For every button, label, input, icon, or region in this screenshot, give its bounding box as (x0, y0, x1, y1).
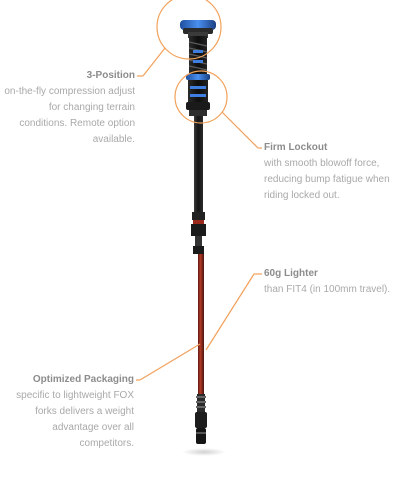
callout-line-firm-lockout (221, 111, 259, 149)
callout-optimized-packaging: Optimized Packaging specific to lightwei… (0, 372, 134, 452)
ground-shadow (182, 448, 226, 456)
callout-3-position-title: 3-Position (86, 70, 135, 81)
callout-optimized-packaging-desc: specific to lightweight FOX forks delive… (16, 390, 134, 449)
lower-fittings (195, 394, 207, 444)
callout-lines (136, 0, 262, 381)
callout-firm-lockout: Firm Lockout with smooth blowoff force, … (264, 140, 400, 204)
compression-knob (180, 20, 216, 38)
callout-60g-lighter-desc: than FIT4 (in 100mm travel). (264, 284, 391, 295)
callout-optimized-packaging-title: Optimized Packaging (32, 374, 134, 385)
callout-line-lighter (205, 273, 255, 351)
callout-3-position: 3-Position on-the-fly compression adjust… (0, 68, 135, 148)
callout-60g-lighter-title: 60g Lighter (264, 268, 318, 279)
damper-upper-body (188, 36, 208, 74)
callout-firm-lockout-title: Firm Lockout (264, 142, 328, 153)
callout-line-packaging (139, 343, 201, 381)
callout-circle-lockout (174, 70, 228, 124)
callout-firm-lockout-desc: with smooth blowoff force, reducing bump… (264, 158, 390, 201)
callout-60g-lighter: 60g Lighter than FIT4 (in 100mm travel). (264, 266, 400, 298)
lockout-assembly (186, 74, 210, 116)
callout-circle-knob (156, 0, 222, 60)
red-damper-shaft (198, 254, 204, 394)
callout-line-3-position (142, 47, 166, 77)
callout-3-position-desc: on-the-fly compression adjust for changi… (4, 86, 135, 145)
carbon-shaft (194, 116, 203, 236)
shaft-joint (191, 212, 206, 254)
